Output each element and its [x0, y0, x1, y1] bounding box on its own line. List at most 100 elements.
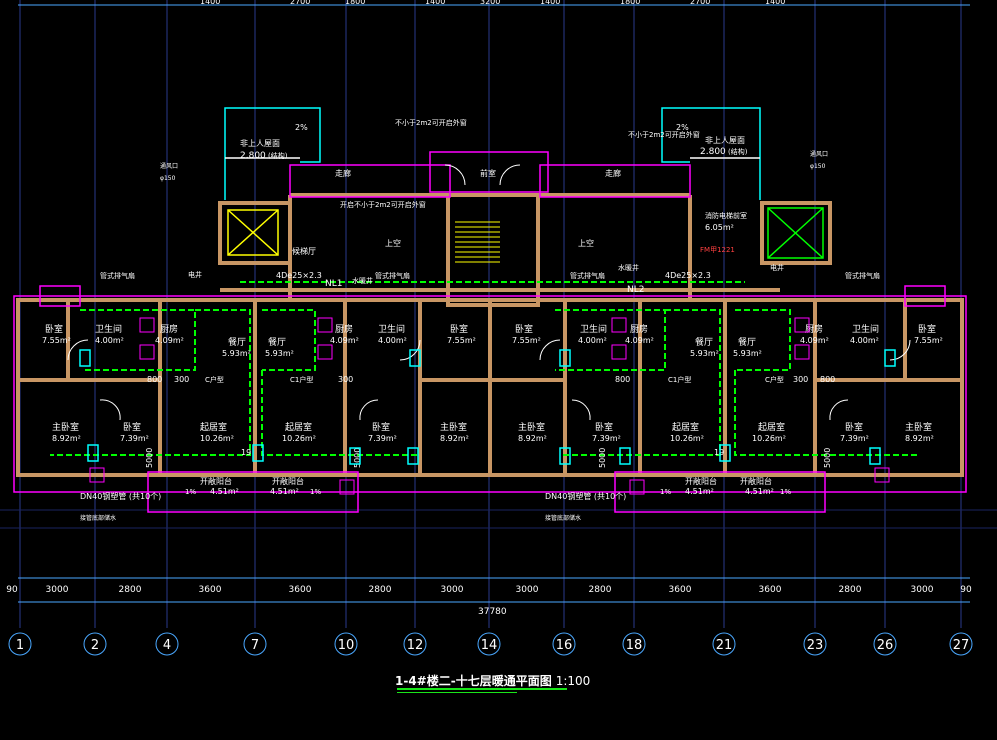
axis-bubble-circle — [155, 632, 179, 656]
window-note-1: 不小于2m2可开启外窗 — [395, 118, 467, 127]
fixtures — [79, 317, 896, 495]
room-bed-6: 卧室 — [595, 421, 613, 433]
axis-bubble: 23 — [803, 632, 827, 656]
room-dining-2: 餐厅 — [268, 336, 286, 348]
axis-bubble: 18 — [622, 632, 646, 656]
room-bed-7: 卧室 — [918, 323, 936, 335]
room-void-1: 上空 — [385, 238, 401, 248]
area-master-3: 8.92m² — [518, 434, 547, 443]
axis-bubble-label: 1 — [16, 638, 24, 653]
area-kitchen-1: 4.09m² — [155, 336, 184, 345]
dim-800-1: 800 — [147, 375, 162, 384]
dim-300-1: 300 — [174, 375, 189, 384]
room-bed-8: 卧室 — [845, 421, 863, 433]
elec-well-2: 电井 — [770, 263, 784, 272]
axis-bubble: 27 — [949, 632, 973, 656]
top-dim-4: 1400 — [425, 0, 445, 6]
area-dining-1: 5.93m² — [222, 349, 251, 358]
vent-size-2: φ150 — [810, 163, 826, 170]
axis-bubble-circle — [477, 632, 501, 656]
area-bath-2: 4.00m² — [378, 336, 407, 345]
room-living-3: 起居室 — [672, 421, 699, 433]
room-living-2: 起居室 — [285, 421, 312, 433]
axis-bubble: 4 — [155, 632, 179, 656]
bottom-dimension-value: 3600 — [759, 585, 782, 595]
drawing-title-text: 1-4#楼二-十七层暖通平面图 — [395, 674, 552, 688]
duct-label-2: 4Dе25×2.3 — [665, 271, 711, 280]
area-bed-2: 7.39m² — [120, 434, 149, 443]
radiator — [719, 444, 731, 462]
dim-5000-2: 5000 — [353, 448, 362, 468]
axis-bubble: 2 — [83, 632, 107, 656]
fixture-box — [139, 344, 155, 360]
bottom-dimension-value: 2800 — [119, 585, 142, 595]
area-bed-5: 7.55m² — [512, 336, 541, 345]
area-bath-1: 4.00m² — [95, 336, 124, 345]
area-balcony-2: 4.51m² — [270, 487, 299, 496]
bottom-dimension-value: 3000 — [441, 585, 464, 595]
roof-note-1: (结构) — [268, 151, 288, 160]
center-stairs — [455, 221, 500, 263]
drain-note-2: 接管底部储水 — [545, 514, 581, 522]
title-underline-2 — [397, 692, 517, 693]
room-kitchen-1: 厨房 — [160, 323, 178, 335]
slope-2: 2% — [676, 123, 689, 132]
bottom-dimension-value: 90 — [960, 585, 972, 595]
top-dim-1: 1400 — [200, 0, 220, 6]
radiator — [349, 447, 361, 465]
radiator — [619, 447, 631, 465]
axis-bubble: 12 — [403, 632, 427, 656]
axis-bubble-label: 23 — [807, 638, 824, 653]
building-walls — [16, 193, 964, 477]
bottom-dimension-value: 3600 — [289, 585, 312, 595]
axis-bubble-circle — [803, 632, 827, 656]
top-dim-7: 1800 — [620, 0, 640, 6]
radiator — [409, 349, 421, 367]
axis-bubble-label: 18 — [626, 638, 643, 653]
axis-bubble-label: 2 — [91, 638, 99, 653]
door-swings — [67, 164, 911, 421]
roof-note-2: (结构) — [728, 147, 748, 156]
area-master-4: 8.92m² — [905, 434, 934, 443]
fan-label-4: 管式排气扇 — [845, 271, 880, 280]
dim-800-3: 800 — [820, 375, 835, 384]
roof-elev-2: 2.800 — [700, 147, 726, 157]
area-living-4: 10.26m² — [752, 434, 786, 443]
axis-bubble-circle — [712, 632, 736, 656]
axis-bubble-circle — [949, 632, 973, 656]
room-fire: 消防电梯前室 — [705, 211, 747, 220]
room-bed-3: 卧室 — [450, 323, 468, 335]
axis-bubble: 21 — [712, 632, 736, 656]
fixture-box — [139, 317, 155, 333]
drain-pipe-1: DN40钢塑管 (共10个) — [80, 491, 161, 501]
axis-bubble: 10 — [334, 632, 358, 656]
axis-bubble-label: 12 — [407, 638, 424, 653]
vertical-dims: 5000 5000 5000 5000 — [145, 448, 832, 468]
window-note-3: 不小于2m2可开启外窗 — [628, 130, 700, 139]
c1-tag-2: C1户型 — [668, 375, 691, 384]
heating-pipes — [50, 281, 920, 456]
drain-note-1: 接管底部储水 — [80, 514, 116, 522]
pipe-well-2: 水暖井 — [618, 263, 639, 272]
axis-bubble-label: 27 — [953, 638, 970, 653]
axis-bubble-circle — [873, 632, 897, 656]
axis-bubble-circle — [552, 632, 576, 656]
area-balcony-3: 4.51m² — [685, 487, 714, 496]
room-master-3: 主卧室 — [518, 421, 545, 433]
axis-bubble-circle — [83, 632, 107, 656]
area-dining-4: 5.93m² — [733, 349, 762, 358]
room-bath-3: 卫生间 — [580, 323, 607, 335]
duct-label-1: 4Dе25×2.3 — [276, 271, 322, 280]
radiator — [252, 444, 264, 462]
room-kitchen-3: 厨房 — [630, 323, 648, 335]
area-kitchen-2: 4.09m² — [330, 336, 359, 345]
pipe-well-1: 水暖井 — [352, 276, 373, 285]
axis-bubble: 16 — [552, 632, 576, 656]
dim-800-2: 800 — [615, 375, 630, 384]
top-dim-2: 2700 — [290, 0, 310, 6]
radiator — [559, 349, 571, 367]
bottom-dimension-value: 3600 — [199, 585, 222, 595]
area-dining-3: 5.93m² — [690, 349, 719, 358]
top-dim-3: 1800 — [345, 0, 365, 6]
